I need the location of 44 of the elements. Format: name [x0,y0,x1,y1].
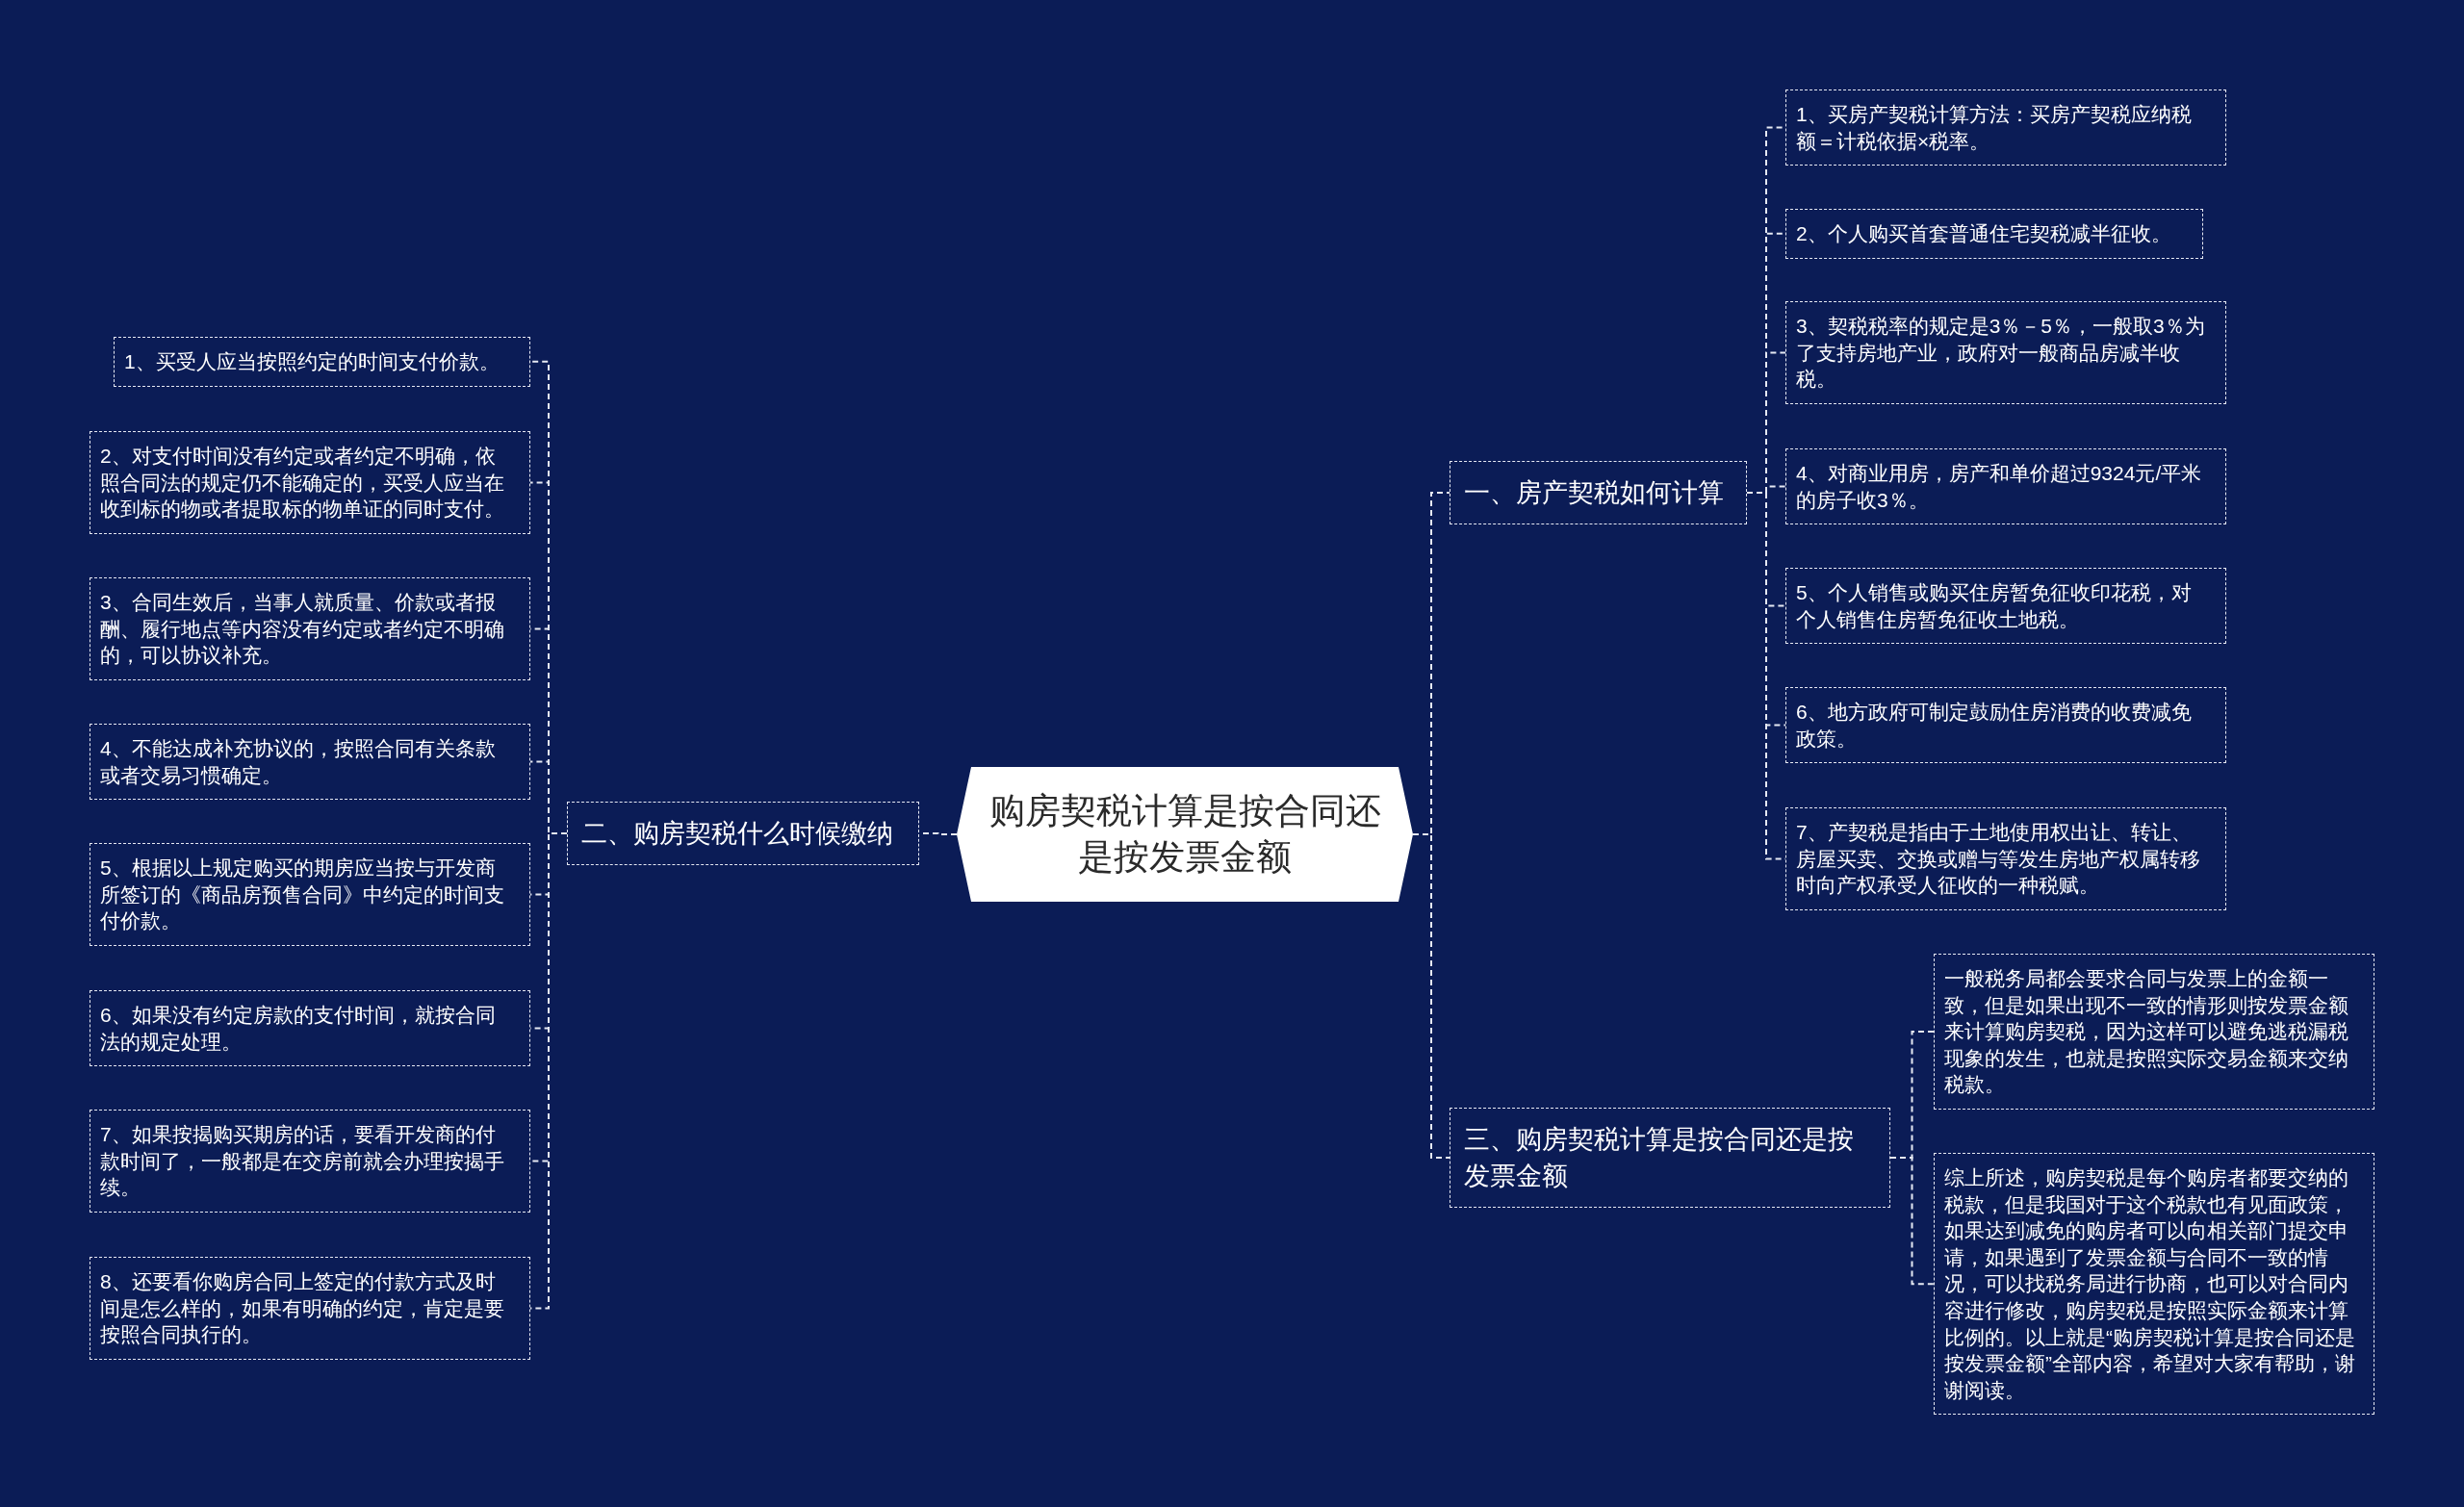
note-box [90,843,530,946]
branch-title: 一、房产契税如何计算 [1464,477,1725,509]
note-text: 2、对支付时间没有约定或者约定不明确，依照合同法的规定仍不能确定的，买受人应当在收到标的物或者提取标的物单证的同时支付。 [100,444,505,523]
note-text: 6、如果没有约定房款的支付时间，就按合同法的规定处理。 [100,1003,497,1055]
branch-topic-box [1450,461,1747,524]
note-box [1785,687,2226,764]
note-text: 6、地方政府可制定鼓励住房消费的收费减免政策。 [1796,700,2193,752]
connector-line [1889,1157,1935,1286]
note-text: 7、产契税是指由于土地使用权出让、转让、房屋买卖、交换或赠与等发生房地产权属转移时向产权承受人征收的一种税赋。 [1796,820,2201,899]
central-hexagon [957,767,1413,902]
branch-topic-box [567,802,919,865]
note-text: 2、个人购买首套普通住宅契税减半征收。 [1796,221,2172,246]
note-box [90,990,530,1067]
note-text: 1、买受人应当按照约定的时间支付价款。 [124,349,500,374]
note-text: 综上所述，购房契税是每个购房者都要交纳的税款，但是我国对于这个税款也有见面政策，如果达到减免的购房者可以向相关部门提交申请，如果遇到了发票金额与合同不一致的情况，可以找税务局进行协商，也可以对合同内容进行修改，购房契税是按照实际金额来计算比例的。以上就是“购房契税计算是按合同还是按发票金额”全部内容，希望对大家有帮助，谢谢阅读。 [1944,1165,2356,1403]
note-box [1785,568,2226,645]
note-box [1785,448,2226,525]
note-text: 4、不能达成补充协议的，按照合同有关条款或者交易习惯确定。 [100,736,497,788]
central-topic: 购房契税计算是按合同还是按发票金额 [988,790,1382,879]
note-text: 8、还要看你购房合同上签定的付款方式及时间是怎么样的，如果有明确的约定，肯定是要按照合同执行的。 [100,1269,505,1348]
note-box [90,724,530,801]
connector-line [1412,833,1450,1159]
note-box [1934,954,2374,1110]
note-box [1934,1153,2374,1416]
note-box [90,577,530,680]
branch-topic-box [1450,1108,1890,1208]
note-box [1785,301,2226,404]
note-box [90,1110,530,1213]
branch-title: 二、购房契税什么时候缴纳 [581,818,894,850]
note-text: 7、如果按揭购买期房的话，要看开发商的付款时间了，一般都是在交房前就会办理按揭手续。 [100,1122,505,1201]
note-box [114,337,530,387]
note-text: 一般税务局都会要求合同与发票上的金额一致，但是如果出现不一致的情形则按发票金额来计算购房契税，因为这样可以避免逃税漏税现象的发生，也就是按照实际交易金额来交纳税款。 [1944,966,2349,1098]
note-text: 3、合同生效后，当事人就质量、价款或者报酬、履行地点等内容没有约定或者约定不明确的，可以协议补充。 [100,590,505,669]
note-text: 4、对商业用房，房产和单价超过9324元/平米的房子收3％。 [1796,461,2203,513]
note-box [1785,807,2226,910]
branch-title: 三、购房契税计算是按合同还是按发票金额 [1464,1124,1855,1192]
note-box [1785,89,2226,166]
note-box [90,431,530,534]
note-text: 3、契税税率的规定是3％－5％，一般取3％为了支持房地产业，政府对一般商品房减半收税。 [1796,314,2206,393]
note-text: 1、买房产契税计算方法：买房产契税应纳税额＝计税依据×税率。 [1796,102,2193,154]
note-box [1785,209,2203,259]
note-box [90,1257,530,1360]
note-text: 5、个人销售或购买住房暂免征收印花税，对个人销售住房暂免征收土地税。 [1796,580,2193,632]
note-text: 5、根据以上规定购买的期房应当按与开发商所签订的《商品房预售合同》中约定的时间支付价款。 [100,856,505,934]
